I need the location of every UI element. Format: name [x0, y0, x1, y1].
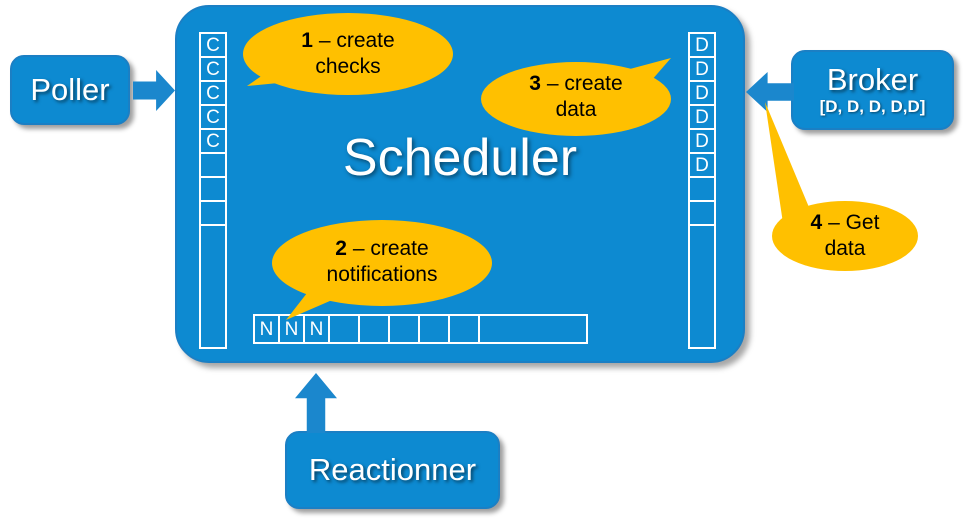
data-queue-cell[interactable]	[688, 200, 716, 226]
data-queue-cell[interactable]: D	[688, 56, 716, 82]
checks-queue-cell[interactable]: C	[199, 128, 227, 154]
checks-queue-cell[interactable]	[199, 200, 227, 226]
reactionner-to-scheduler-arrow	[295, 373, 337, 433]
checks-queue-cell[interactable]: C	[199, 56, 227, 82]
callout-4-shape	[765, 102, 918, 271]
checks-queue-cell[interactable]: C	[199, 32, 227, 58]
reactionner-label: Reactionner	[308, 451, 477, 487]
checks-queue-cell[interactable]	[199, 224, 227, 349]
poller-label: Poller	[30, 71, 110, 107]
data-queue-cell[interactable]: D	[688, 152, 716, 178]
callout-create-data[interactable]: 3 – create data	[481, 58, 671, 138]
broker-node[interactable]: Broker [D, D, D, D,D]	[791, 50, 954, 130]
data-queue-cell[interactable]: D	[688, 32, 716, 58]
data-queue-cell[interactable]	[688, 224, 716, 349]
callout-1-shape	[243, 13, 453, 95]
checks-queue-cell[interactable]: C	[199, 104, 227, 130]
data-queue-cell[interactable]	[688, 176, 716, 202]
broker-data-list: [D, D, D, D,D]	[819, 96, 926, 116]
broker-label: Broker	[826, 62, 919, 98]
callout-2-shape	[272, 220, 492, 320]
checks-queue-cell[interactable]	[199, 176, 227, 202]
broker-to-scheduler-arrow	[746, 72, 794, 112]
callout-3-shape	[481, 58, 671, 136]
callout-create-notifications[interactable]: 2 – create notifications	[272, 218, 492, 320]
data-queue-cell[interactable]: D	[688, 128, 716, 154]
notifications-queue-cell[interactable]	[478, 314, 588, 344]
data-queue-cell[interactable]: D	[688, 104, 716, 130]
callout-create-checks[interactable]: 1 – create checks	[243, 12, 453, 100]
callout-get-data[interactable]: 4 – Get data	[765, 102, 918, 272]
poller-to-scheduler-arrow	[133, 70, 175, 111]
reactionner-node[interactable]: Reactionner	[285, 431, 500, 509]
checks-queue-cell[interactable]	[199, 152, 227, 178]
checks-queue-cell[interactable]: C	[199, 80, 227, 106]
data-queue-cell[interactable]: D	[688, 80, 716, 106]
poller-node[interactable]: Poller	[10, 55, 130, 125]
